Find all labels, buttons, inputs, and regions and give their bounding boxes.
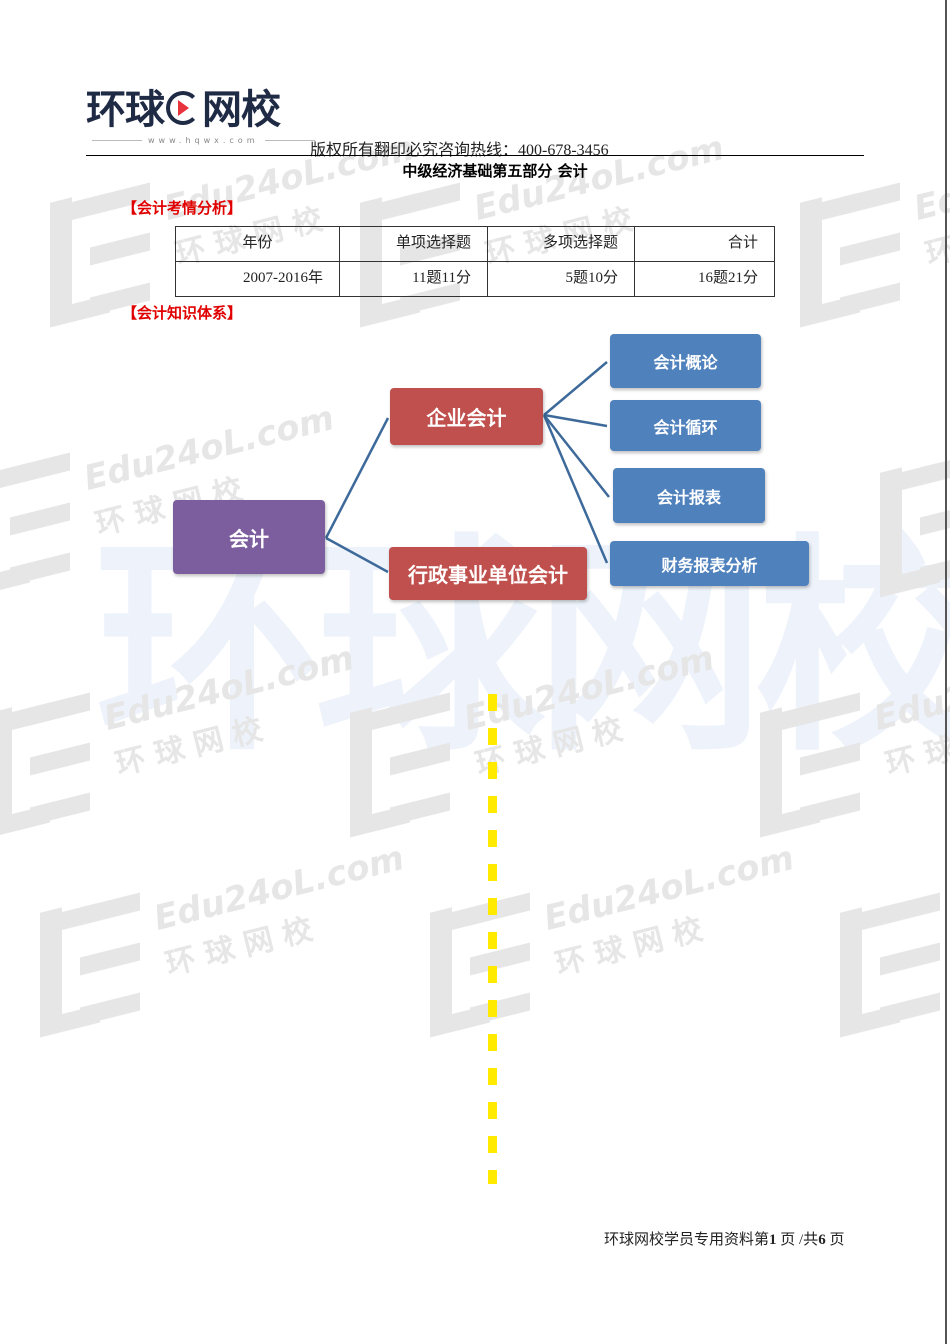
- table-header-row: 年份 单项选择题 多项选择题 合计: [175, 226, 775, 262]
- diagram-node-enterprise-accounting: 企业会计: [390, 388, 543, 445]
- section-heading-knowledge-system: 【会计知识体系】: [122, 304, 243, 322]
- section-heading-exam-analysis: 【会计考情分析】: [122, 199, 243, 217]
- hotline-text: 版权所有翻印必究咨询热线：400-678-3456: [310, 142, 609, 159]
- diagram-node-public-sector-accounting: 行政事业单位会计: [389, 547, 587, 600]
- logo-url: www.hqwx.com: [148, 136, 259, 145]
- header-divider: [86, 155, 864, 156]
- logo-text-right: 网校: [202, 87, 281, 133]
- total-pages: 6: [818, 1232, 826, 1248]
- diagram-node-accounting-cycle: 会计循环: [610, 400, 761, 451]
- diagram-node-financial-statement-analysis: 财务报表分析: [610, 541, 809, 586]
- diagram-node-accounting-statements: 会计报表: [613, 468, 765, 523]
- table-cell: 16题21分: [634, 261, 775, 297]
- table-header-cell: 合计: [634, 226, 775, 262]
- yellow-dashed-line: [488, 694, 497, 1184]
- page-edge-line: [945, 0, 947, 1344]
- table-cell: 11题11分: [339, 261, 488, 297]
- logo-text-left: 环球: [86, 87, 165, 133]
- table-cell: 2007-2016年: [175, 261, 340, 297]
- diagram-node-root: 会计: [173, 500, 325, 574]
- play-icon: [166, 91, 200, 125]
- current-page: 1: [769, 1232, 777, 1248]
- table-header-cell: 多项选择题: [487, 226, 635, 262]
- logo: 环球网校 www.hqwx.com: [86, 88, 321, 145]
- document-title: 中级经济基础第五部分 会计: [402, 162, 588, 180]
- page-footer: 环球网校学员专用资料第1 页 /共6 页: [604, 1232, 845, 1248]
- diagram-node-accounting-overview: 会计概论: [610, 334, 761, 388]
- table-cell: 5题10分: [487, 261, 635, 297]
- exam-stats-table: 年份 单项选择题 多项选择题 合计 2007-2016年 11题11分 5题10…: [175, 226, 775, 297]
- table-header-cell: 单项选择题: [339, 226, 488, 262]
- table-row: 2007-2016年 11题11分 5题10分 16题21分: [175, 261, 775, 297]
